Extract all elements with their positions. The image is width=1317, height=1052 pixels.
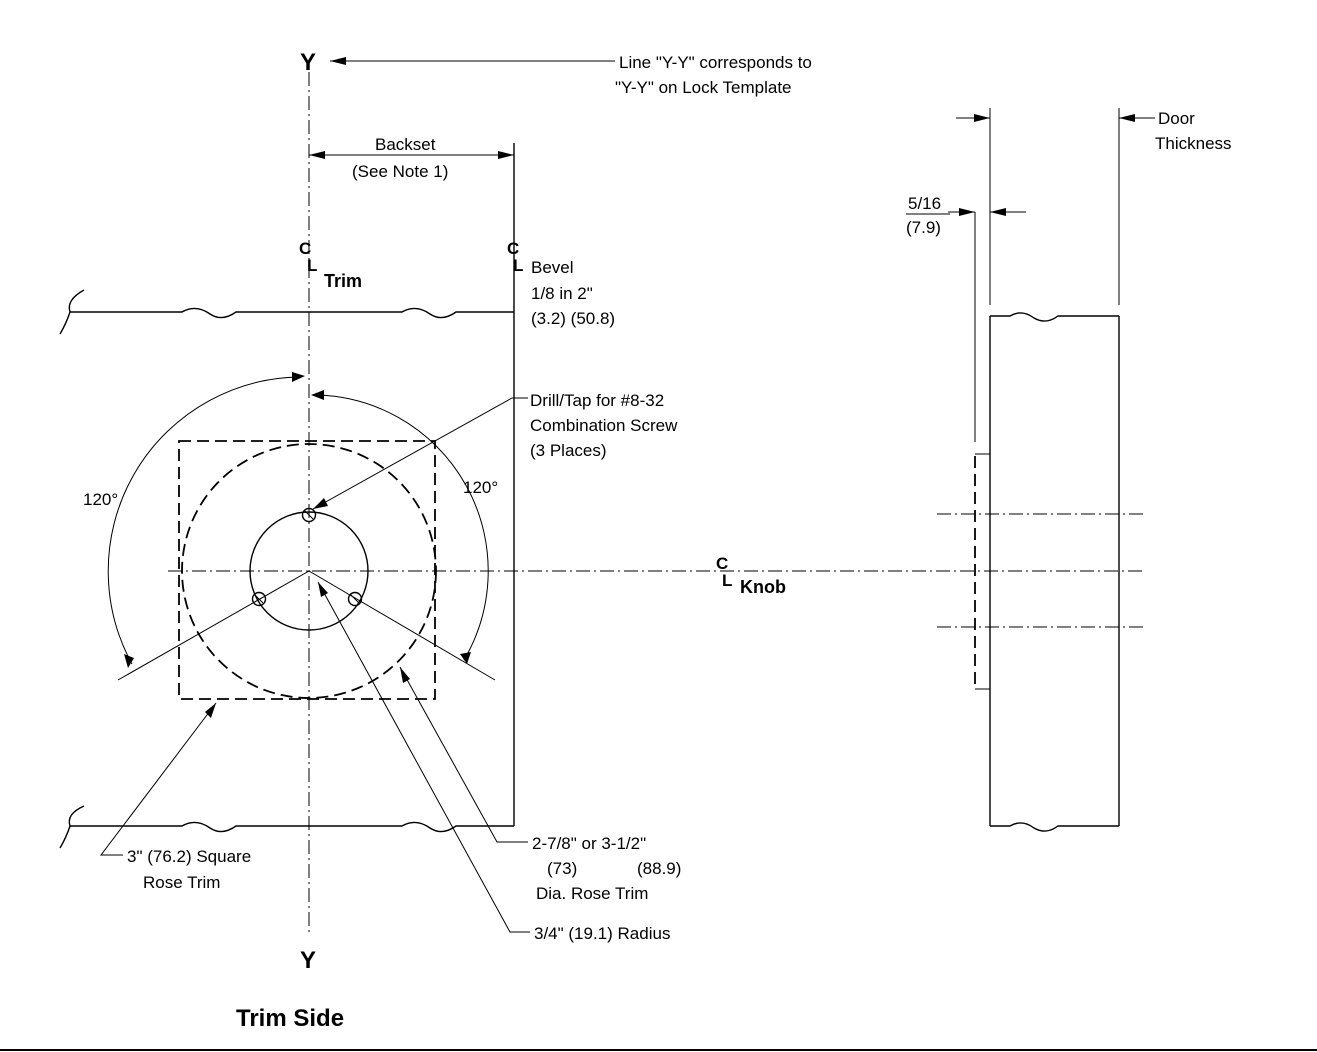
y-label-bottom: Y — [300, 947, 316, 974]
dia-rose-line3: Dia. Rose Trim — [536, 884, 648, 903]
door-edge-view — [937, 312, 1145, 832]
offset-metric: (7.9) — [906, 218, 941, 237]
square-rose-trim-outline — [178, 440, 436, 700]
cl-knob-l: L — [722, 571, 732, 590]
cl-knob-word: Knob — [740, 577, 786, 597]
radius-circle — [249, 511, 369, 631]
offset-fraction: 5/16 — [908, 194, 941, 213]
dia-rose-metric-a: (73) — [547, 859, 577, 878]
cl-bevel-l: L — [513, 256, 523, 275]
bevel-metric: (3.2) (50.8) — [531, 309, 615, 328]
radial-line-right — [308, 570, 496, 681]
backset-label: Backset — [375, 135, 436, 154]
screw-holes — [251, 507, 363, 607]
angle-left-label: 120° — [83, 490, 118, 509]
bevel-label: Bevel — [531, 258, 574, 277]
view-title: Trim Side — [236, 1005, 344, 1032]
drill-tap-line1: Drill/Tap for #8-32 — [530, 391, 664, 410]
door-thickness-line1: Door — [1158, 109, 1195, 128]
square-rose-line1: 3" (76.2) Square — [127, 847, 251, 866]
cl-trim-word: Trim — [324, 271, 362, 291]
cl-trim-l: L — [307, 256, 317, 275]
drill-tap-line2: Combination Screw — [530, 416, 678, 435]
dia-rose-metric-b: (88.9) — [637, 859, 681, 878]
angle-arc-right — [317, 394, 489, 661]
door-thickness-line2: Thickness — [1155, 134, 1232, 153]
dia-rose-line1: 2-7/8" or 3-1/2" — [532, 834, 646, 853]
round-rose-trim-outline — [181, 443, 437, 699]
angle-right-label: 120° — [463, 478, 498, 497]
radial-line-left — [117, 570, 310, 681]
yy-note-line2: "Y-Y" on Lock Template — [615, 78, 792, 97]
angle-arc-left — [107, 376, 299, 665]
yy-note-line1: Line "Y-Y" corresponds to — [619, 53, 812, 72]
cl-bevel-c: C — [507, 239, 519, 258]
bevel-ratio: 1/8 in 2" — [531, 284, 593, 303]
drill-tap-line3: (3 Places) — [530, 441, 607, 460]
y-label-top: Y — [300, 49, 316, 76]
cl-knob-c: C — [716, 554, 728, 573]
door-face-outline — [59, 143, 515, 849]
cl-trim-c: C — [299, 239, 311, 258]
backset-note: (See Note 1) — [352, 162, 448, 181]
square-rose-line2: Rose Trim — [143, 873, 220, 892]
radius-label: 3/4" (19.1) Radius — [534, 924, 670, 943]
